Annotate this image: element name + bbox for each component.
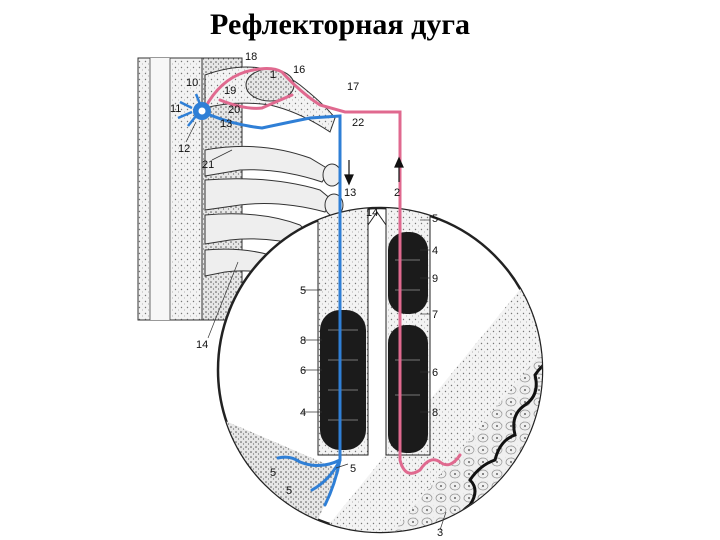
label-6-right: 6 — [432, 367, 438, 379]
label-6-left: 6 — [300, 365, 306, 377]
label-13-top: 13 — [220, 118, 232, 130]
motor-pathway — [208, 113, 342, 507]
label-5-muscle-b: 5 — [286, 485, 292, 497]
label-8-right: 8 — [432, 407, 438, 419]
label-14: 14 — [196, 339, 208, 351]
label-3: 3 — [437, 527, 443, 539]
label-5-muscle-a: 5 — [270, 467, 276, 479]
label-5-lower: 5 — [350, 463, 356, 475]
label-19: 19 — [224, 85, 236, 97]
label-21: 21 — [202, 159, 214, 171]
label-12: 12 — [178, 143, 190, 155]
direction-arrows — [344, 156, 404, 186]
label-10: 10 — [186, 77, 198, 89]
leader-lines — [185, 121, 447, 531]
label-2: 2 — [394, 187, 400, 199]
label-20: 20 — [228, 104, 240, 116]
label-14-circle: 14 — [366, 207, 378, 219]
label-17: 17 — [347, 81, 359, 93]
motor-neuron-cell — [177, 93, 211, 127]
page-title: Рефлекторная дуга — [210, 8, 470, 41]
label-4-top: 4 — [432, 245, 438, 257]
diagram-labels: 18 16 1 10 19 17 11 20 13 22 12 21 13 2 … — [170, 51, 443, 539]
label-7: 7 — [432, 309, 438, 321]
label-5-top-right: 5 — [432, 213, 438, 225]
sensory-pathway — [203, 67, 462, 475]
label-22: 22 — [352, 117, 364, 129]
label-8-left: 8 — [300, 335, 306, 347]
label-13: 13 — [344, 187, 356, 199]
label-4-left: 4 — [300, 407, 306, 419]
label-1: 1 — [270, 69, 276, 81]
label-11: 11 — [170, 103, 181, 115]
label-16: 16 — [293, 64, 305, 76]
label-18: 18 — [245, 51, 257, 63]
label-5-left: 5 — [300, 285, 306, 297]
label-9: 9 — [432, 273, 438, 285]
